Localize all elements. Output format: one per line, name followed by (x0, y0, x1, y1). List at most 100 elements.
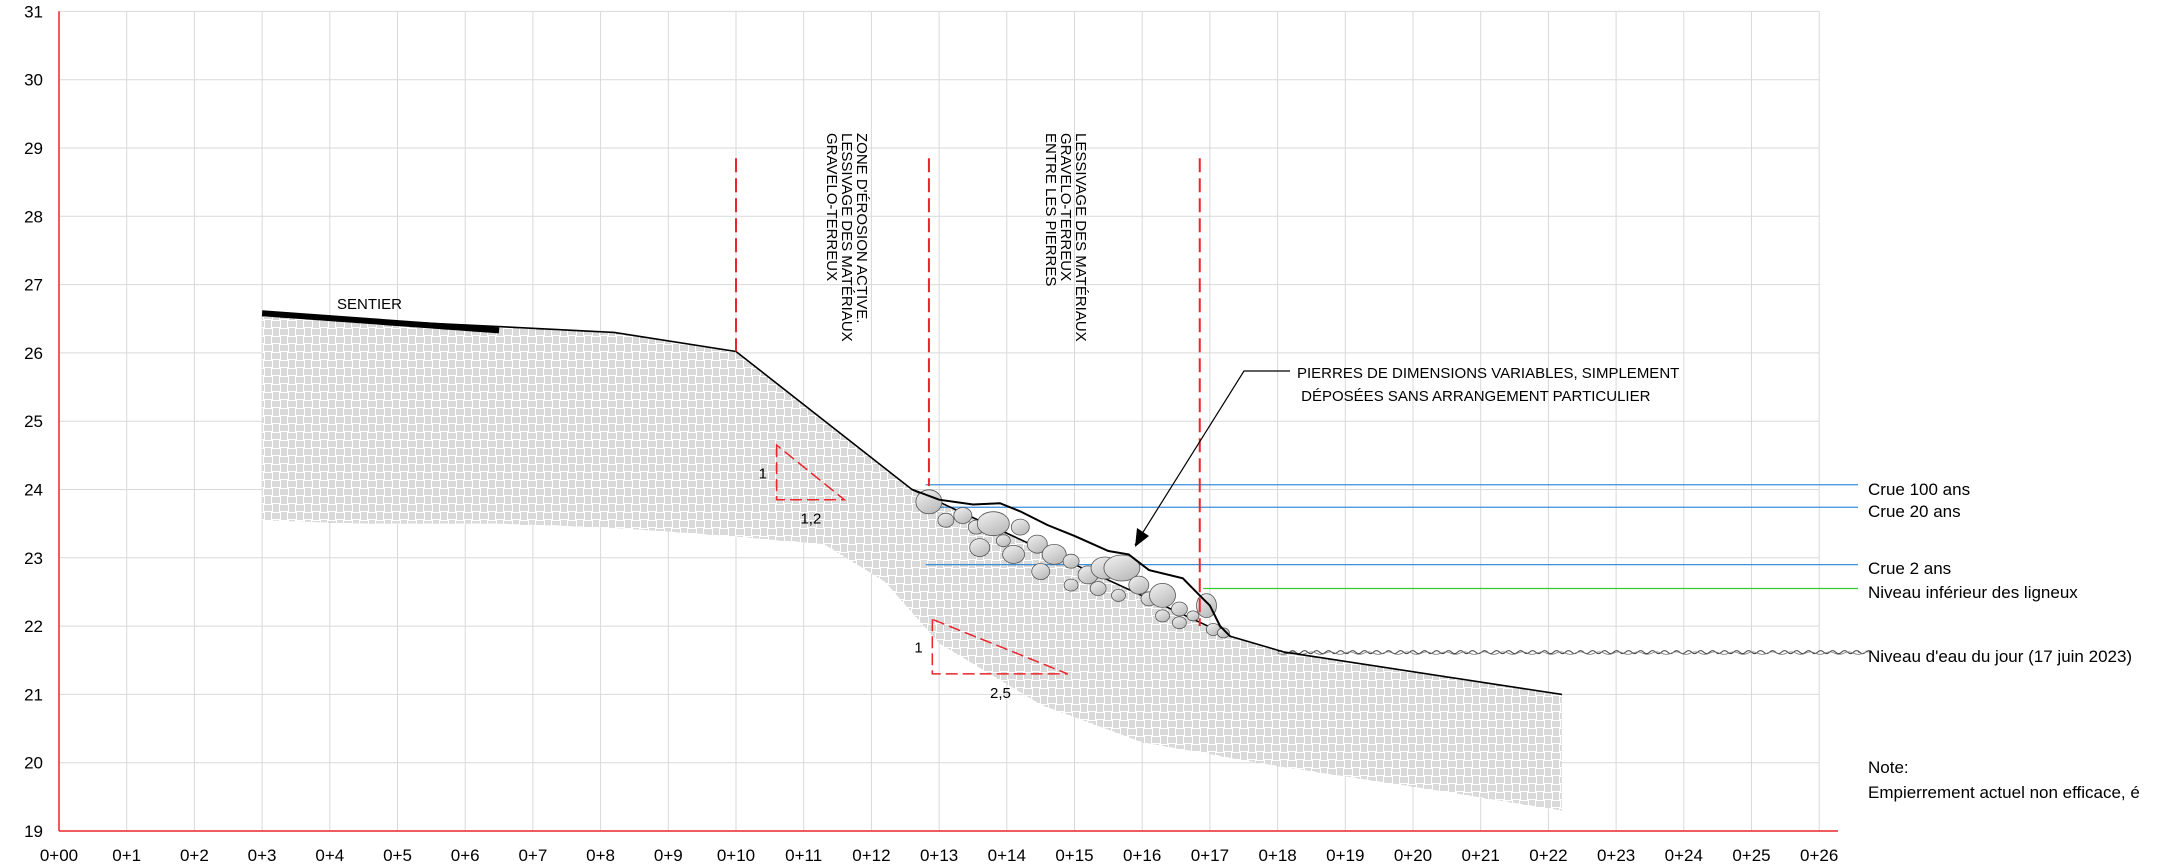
riprap-stone (937, 512, 955, 528)
riprap-stone (1171, 601, 1188, 617)
slope-indicators: 11,212,5 (759, 443, 1068, 702)
level-label-crue-20: Crue 20 ans (1868, 502, 1961, 521)
riprap-stone (1089, 581, 1107, 596)
y-tick-label: 22 (24, 617, 43, 636)
y-tick-label: 23 (24, 549, 43, 568)
slope-run-label: 2,5 (990, 685, 1011, 702)
zone-leaching-line-2: GRAVELO-TERREUX (1057, 133, 1074, 281)
x-tick-label: 0+15 (1055, 846, 1093, 865)
riprap-stone (1186, 610, 1200, 622)
zone-label-erosion: ZONE D'ÉROSION ACTIVE. LESSIVAGE DES MAT… (823, 133, 870, 342)
level-labels: Crue 100 ans Crue 20 ans Crue 2 ans Nive… (1868, 480, 2132, 666)
riprap-stone (1103, 554, 1141, 582)
level-label-ligneux: Niveau inférieur des ligneux (1868, 583, 2078, 602)
slope-rise-label: 1 (914, 640, 922, 657)
y-tick-label: 24 (24, 481, 43, 500)
x-tick-label: 0+5 (383, 846, 412, 865)
zone-leaching-line-1: LESSIVAGE DES MATÉRIAUX (1072, 133, 1089, 342)
ground-line (262, 314, 1563, 696)
zone-erosion-line-3: GRAVELO-TERREUX (823, 133, 840, 281)
axes: 19 20 21 22 23 24 25 26 27 28 29 30 31 0+00 0+1 0+2 0+3 0… (24, 2, 1838, 865)
riprap-stone (1031, 563, 1051, 580)
y-tick-label: 25 (24, 412, 43, 431)
zone-leaching-line-3: ENTRE LES PIERRES (1042, 133, 1059, 286)
y-tick-label: 30 (24, 71, 43, 90)
x-tick-label: 0+25 (1732, 846, 1770, 865)
riprap-stone (1155, 609, 1170, 623)
x-tick-label: 0+16 (1123, 846, 1161, 865)
riprap-stone (1062, 553, 1080, 569)
riprap-stone (1002, 545, 1025, 564)
y-tick-label: 20 (24, 754, 43, 773)
x-tick-label: 0+8 (586, 846, 615, 865)
callout-arrowhead (1135, 528, 1149, 547)
riprap-stone (1196, 593, 1217, 618)
x-tick-label: 0+24 (1665, 846, 1703, 865)
riprap-stone (915, 489, 943, 515)
note-text: Empierrement actuel non efficace, é (1868, 783, 2140, 802)
riprap-stones (911, 488, 1231, 639)
riprap-stone (1111, 589, 1126, 602)
zone-erosion-line-1: ZONE D'ÉROSION ACTIVE. (853, 133, 870, 323)
level-label-water-today: Niveau d'eau du jour (17 juin 2023) (1868, 647, 2132, 666)
zone-boundaries (735, 158, 1201, 627)
y-tick-label: 28 (24, 207, 43, 226)
slope-rise-label: 1 (759, 465, 767, 482)
riprap-stone (1217, 627, 1230, 639)
riprap-stone (1128, 575, 1150, 595)
water-surface-line-2 (1277, 651, 1873, 655)
y-tick-label: 21 (24, 685, 43, 704)
riprap-stone (969, 538, 991, 557)
soil-area (262, 315, 1562, 811)
callout-leader (1134, 370, 1290, 546)
x-tick-label: 0+2 (180, 846, 209, 865)
ground-profile (261, 310, 1563, 696)
zone-erosion-line-2: LESSIVAGE DES MATÉRIAUX (838, 133, 855, 342)
x-tick-label: 0+9 (654, 846, 683, 865)
x-tick-label: 0+10 (717, 846, 755, 865)
level-label-crue-100: Crue 100 ans (1868, 480, 1970, 499)
soil-hatch-area (262, 315, 1562, 811)
x-tick-label: 0+7 (518, 846, 547, 865)
x-tick-label: 0+11 (785, 846, 822, 865)
x-tick-label: 0+20 (1394, 846, 1432, 865)
riprap-stone (1149, 583, 1176, 608)
x-tick-label: 0+19 (1326, 846, 1364, 865)
stones-callout: PIERRES DE DIMENSIONS VARIABLES, SIMPLEM… (1134, 365, 1679, 547)
riprap-stone (1063, 578, 1079, 592)
x-tick-label: 0+26 (1800, 846, 1838, 865)
x-tick-label: 0+14 (988, 846, 1026, 865)
x-tick-label: 0+6 (451, 846, 480, 865)
zone-label-leaching: LESSIVAGE DES MATÉRIAUX GRAVELO-TERREUX … (1042, 133, 1089, 342)
y-tick-label: 29 (24, 139, 43, 158)
x-tick-label: 0+23 (1597, 846, 1635, 865)
path-label: SENTIER (337, 296, 402, 313)
riprap-stone (953, 507, 973, 524)
x-tick-label: 0+13 (920, 846, 958, 865)
x-tick-label: 0+00 (40, 846, 78, 865)
x-tick-label: 0+18 (1258, 846, 1296, 865)
riprap-stone (996, 534, 1011, 548)
x-tick-label: 0+3 (248, 846, 277, 865)
slope-triangle (775, 443, 847, 501)
y-tick-label: 19 (24, 822, 43, 841)
water-level-lines (925, 484, 1873, 655)
riprap-stone (1172, 616, 1187, 630)
x-tick-label: 0+1 (112, 846, 141, 865)
callout-line-2: DÉPOSÉES SANS ARRANGEMENT PARTICULIER (1297, 388, 1651, 405)
x-tick-label: 0+17 (1191, 846, 1229, 865)
y-tick-label: 26 (24, 344, 43, 363)
riprap-stone (1041, 544, 1067, 565)
x-tick-label: 0+22 (1529, 846, 1567, 865)
y-tick-label: 31 (24, 2, 43, 21)
riprap-stone (976, 511, 1010, 537)
path-surface (261, 310, 500, 334)
riprap-stone (1026, 534, 1048, 554)
x-tick-label: 0+12 (852, 846, 890, 865)
level-label-crue-2: Crue 2 ans (1868, 559, 1951, 578)
riprap-outline (911, 488, 1231, 638)
slope-triangle (931, 618, 1068, 675)
x-tick-label: 0+21 (1462, 846, 1500, 865)
y-tick-label: 27 (24, 276, 43, 295)
